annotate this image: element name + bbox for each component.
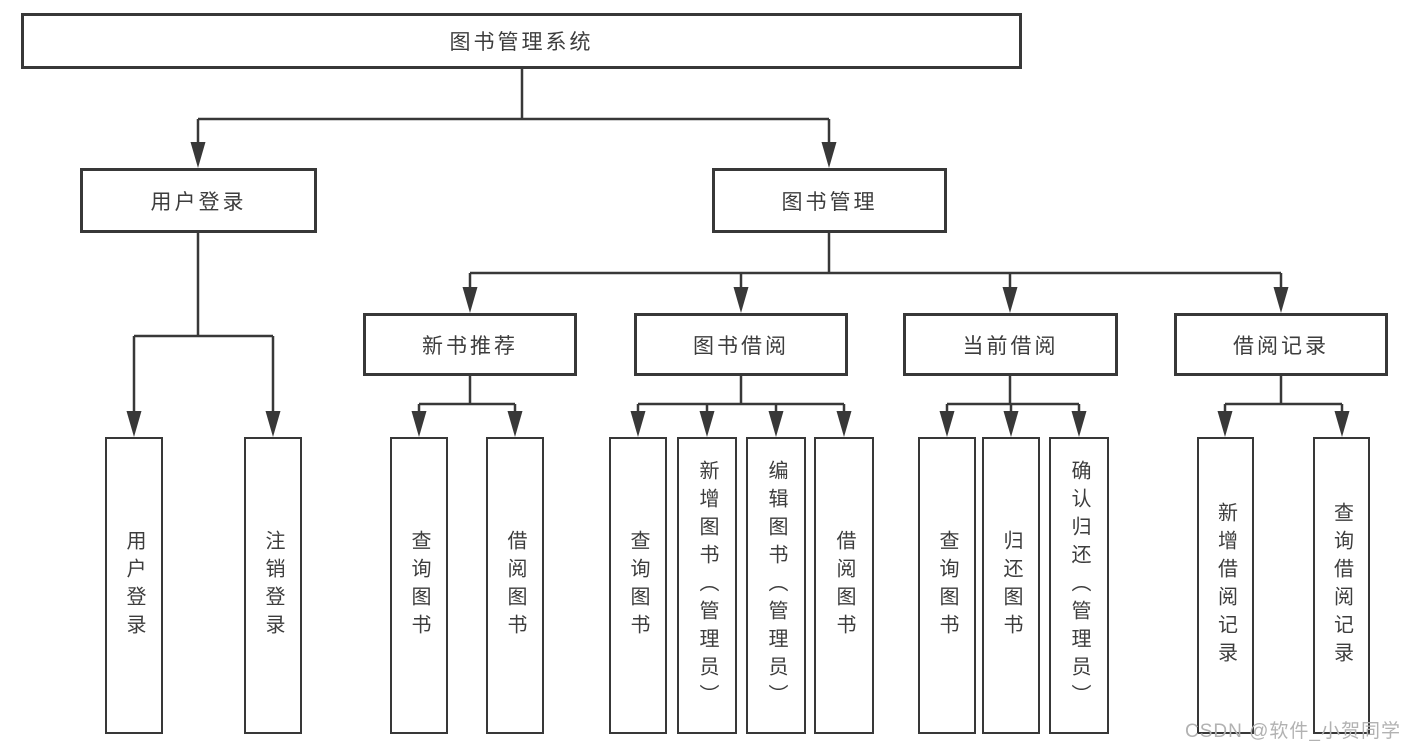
- leaf-query-books-current: 查询图书: [918, 437, 976, 734]
- leaf-label: 查询图书: [936, 529, 958, 642]
- connector-root-to-level2: [196, 69, 831, 144]
- leaf-label: 查询图书: [408, 529, 430, 642]
- leaf-confirm-return-admin: 确认归还（管理员）: [1049, 437, 1109, 734]
- node-label: 图书管理: [781, 190, 878, 214]
- node-label: 用户登录: [150, 190, 247, 214]
- arrowhead: [939, 411, 955, 437]
- arrowhead: [462, 287, 478, 313]
- leaf-label: 归还图书: [1000, 529, 1022, 642]
- leaf-label: 编辑图书（管理员）: [765, 459, 787, 712]
- arrowhead: [630, 411, 646, 437]
- leaf-label: 借阅图书: [833, 529, 855, 642]
- arrowhead: [126, 411, 142, 437]
- connector-borrow-records-children: [1223, 376, 1344, 413]
- node-user-login: 用户登录: [80, 168, 317, 233]
- arrowhead: [733, 287, 749, 313]
- arrowhead: [1071, 411, 1087, 437]
- leaf-label: 查询借阅记录: [1330, 501, 1353, 670]
- node-label: 图书借阅: [693, 334, 789, 358]
- leaf-borrow-books-recommend: 借阅图书: [486, 437, 544, 734]
- arrowhead: [1003, 411, 1019, 437]
- node-label: 当前借阅: [962, 334, 1059, 358]
- watermark: CSDN @软件_小贺同学: [1185, 721, 1401, 742]
- connector-book-borrow-children: [636, 376, 846, 413]
- arrowhead: [190, 142, 206, 168]
- leaf-label: 查询图书: [627, 529, 649, 642]
- leaf-user-login: 用户登录: [105, 437, 163, 734]
- arrowhead: [411, 411, 427, 437]
- leaf-label: 用户登录: [123, 529, 145, 642]
- node-label: 新书推荐: [422, 334, 518, 358]
- arrowhead: [1334, 411, 1350, 437]
- node-book-borrow: 图书借阅: [634, 313, 848, 376]
- arrowhead: [265, 411, 281, 437]
- connector-book-management-children: [468, 233, 1283, 289]
- leaf-label: 新增图书（管理员）: [696, 459, 718, 712]
- connector-stems: [132, 69, 1344, 413]
- leaf-label: 确认归还（管理员）: [1068, 459, 1090, 712]
- leaf-edit-book-admin: 编辑图书（管理员）: [746, 437, 806, 734]
- node-library-management-system: 图书管理系统: [21, 13, 1022, 69]
- leaf-query-borrow-record: 查询借阅记录: [1313, 437, 1370, 734]
- arrowhead: [821, 142, 837, 168]
- arrowhead: [1217, 411, 1233, 437]
- connector-current-borrow-children: [945, 376, 1081, 413]
- arrowheads: [126, 142, 1350, 437]
- leaf-logout: 注销登录: [244, 437, 302, 734]
- leaf-borrow-books: 借阅图书: [814, 437, 874, 734]
- arrowhead: [507, 411, 523, 437]
- connector-new-book-children: [417, 376, 517, 413]
- arrowhead: [768, 411, 784, 437]
- leaf-return-books: 归还图书: [982, 437, 1040, 734]
- leaf-label: 新增借阅记录: [1214, 501, 1237, 670]
- connector-user-login-children: [132, 233, 275, 413]
- node-new-book-recommend: 新书推荐: [363, 313, 577, 376]
- node-current-borrow: 当前借阅: [903, 313, 1118, 376]
- node-label: 借阅记录: [1233, 334, 1329, 358]
- leaf-add-book-admin: 新增图书（管理员）: [677, 437, 737, 734]
- arrowhead: [1273, 287, 1289, 313]
- leaf-add-borrow-record: 新增借阅记录: [1197, 437, 1254, 734]
- node-borrow-records: 借阅记录: [1174, 313, 1388, 376]
- leaf-query-books-borrow: 查询图书: [609, 437, 667, 734]
- leaf-label: 注销登录: [262, 529, 284, 642]
- arrowhead: [699, 411, 715, 437]
- arrowhead: [836, 411, 852, 437]
- node-book-management: 图书管理: [712, 168, 947, 233]
- leaf-query-books-recommend: 查询图书: [390, 437, 448, 734]
- leaf-label: 借阅图书: [504, 529, 526, 642]
- node-label: 图书管理系统: [449, 31, 594, 54]
- arrowhead: [1002, 287, 1018, 313]
